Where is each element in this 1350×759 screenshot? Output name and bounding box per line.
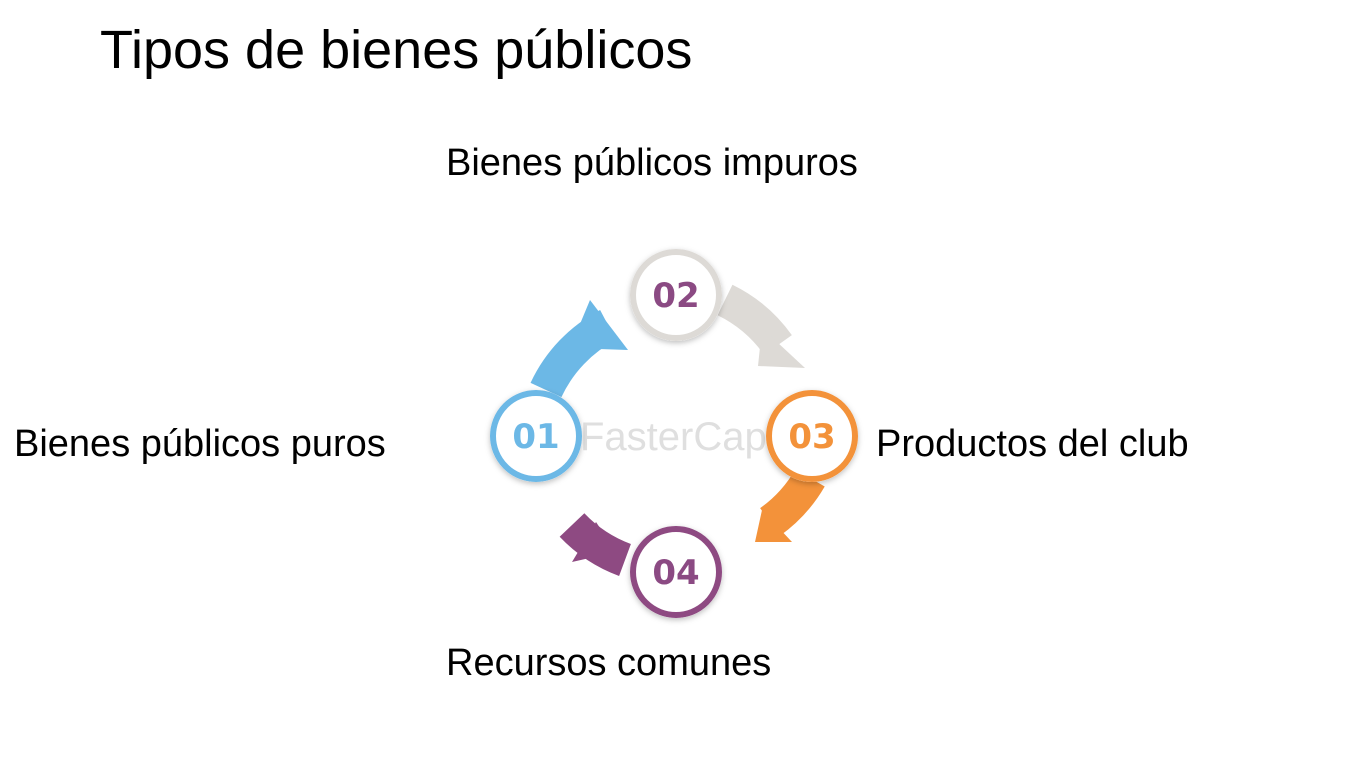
arrowhead-04 bbox=[572, 522, 616, 562]
step-number-02: 02 bbox=[652, 276, 699, 316]
page-title: Tipos de bienes públicos bbox=[100, 20, 693, 80]
step-circle-01: 01 bbox=[490, 390, 582, 482]
arrowhead-01 bbox=[570, 300, 628, 350]
step-circle-04: 04 bbox=[630, 526, 722, 618]
arrow-03-to-04 bbox=[759, 469, 825, 536]
label-productos-del-club: Productos del club bbox=[876, 423, 1189, 465]
arrowhead-02 bbox=[758, 328, 805, 368]
arrowhead-03 bbox=[755, 510, 792, 542]
label-recursos-comunes: Recursos comunes bbox=[446, 642, 772, 684]
step-number-01: 01 bbox=[512, 417, 559, 457]
step-number-03: 03 bbox=[788, 417, 835, 457]
step-circle-03: 03 bbox=[766, 390, 858, 482]
step-number-04: 04 bbox=[652, 553, 699, 593]
cycle-diagram: FasterCapital 02 01 03 04 bbox=[440, 240, 900, 640]
step-circle-02: 02 bbox=[630, 249, 722, 341]
label-bienes-publicos-puros: Bienes públicos puros bbox=[14, 423, 386, 465]
label-bienes-publicos-impuros: Bienes públicos impuros bbox=[446, 142, 858, 184]
